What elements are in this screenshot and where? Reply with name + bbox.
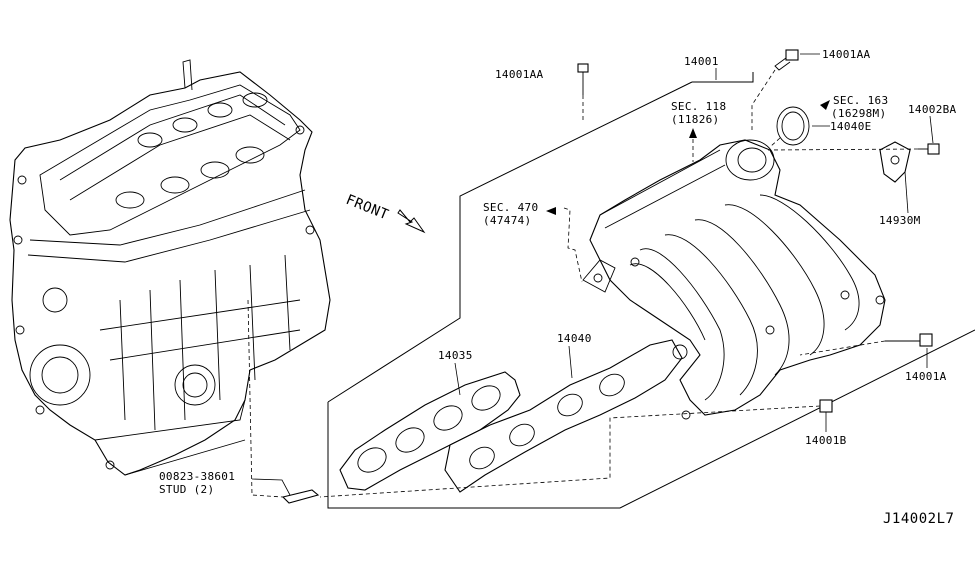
label-14002ba: 14002BA — [908, 103, 957, 116]
diagram-id: J14002L7 — [883, 511, 954, 527]
leader-14930m — [904, 171, 909, 214]
gasket-14035-illustration — [339, 371, 521, 491]
label-sec163-sub: (16298M) — [831, 107, 886, 120]
front-label: FRONT — [344, 192, 391, 224]
leader-14040 — [568, 345, 573, 379]
label-stud: STUD (2) — [159, 483, 214, 496]
label-sec163: SEC. 163 — [833, 94, 888, 107]
stud-00823-38601 — [281, 489, 320, 504]
bolt-14002ba — [918, 143, 940, 155]
leader-14002ba — [929, 115, 934, 144]
dashline-14040e — [769, 137, 781, 148]
leader-14035 — [454, 362, 461, 396]
dashline-sec470 — [563, 207, 583, 283]
dashline-14001a — [799, 340, 886, 356]
sec470-arrow-icon — [546, 207, 556, 215]
label-14001b: 14001B — [805, 434, 847, 447]
bolt-14001aa-center — [577, 63, 589, 95]
label-00823-38601: 00823-38601 — [159, 470, 235, 483]
oring-inner — [781, 111, 805, 141]
label-14040: 14040 — [557, 332, 592, 345]
label-14001aa-center: 14001AA — [495, 68, 544, 81]
intake-manifold-illustration — [582, 139, 886, 420]
label-14001aa-right: 14001AA — [822, 48, 871, 61]
gasket-14040-illustration — [444, 339, 688, 493]
bolt-14001a — [885, 333, 933, 347]
assembly-frame-top — [327, 81, 693, 403]
nut-14001b — [819, 399, 833, 413]
engine-block-illustration — [9, 59, 331, 476]
label-sec118-sub: (11826) — [671, 113, 719, 126]
front-arrow-icon — [397, 209, 426, 234]
label-sec470: SEC. 470 — [483, 201, 538, 214]
label-14001a: 14001A — [905, 370, 947, 383]
bolt-14001aa-right — [774, 49, 799, 71]
assembly-frame-top-right — [692, 72, 754, 83]
dashline-bolt-right — [751, 69, 776, 130]
label-14035: 14035 — [438, 349, 473, 362]
dashline-stud — [247, 299, 284, 498]
label-14040e: 14040E — [830, 120, 872, 133]
sensor-14930m — [879, 141, 911, 183]
oring-14040e-illustration — [776, 106, 810, 146]
sec163-arrow-icon — [820, 100, 830, 110]
assembly-frame-bottom — [327, 329, 975, 509]
sec118-arrow-icon — [689, 128, 697, 138]
label-14001: 14001 — [684, 55, 719, 68]
leader-stud — [251, 478, 291, 496]
dashline-14001b — [319, 405, 821, 498]
label-sec470-sub: (47474) — [483, 214, 531, 227]
label-14930m: 14930M — [879, 214, 921, 227]
label-sec118: SEC. 118 — [671, 100, 726, 113]
front-indicator: FRONT — [344, 192, 426, 234]
